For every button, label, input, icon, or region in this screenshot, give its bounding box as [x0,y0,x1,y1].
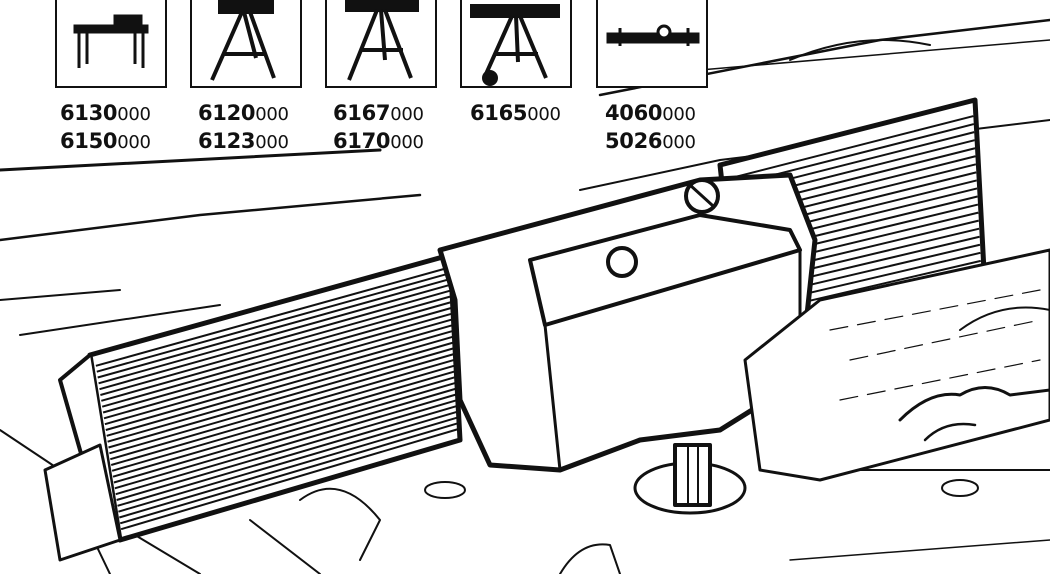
fence-rib [105,330,453,431]
fence-rib [101,307,451,408]
fence-rib [98,284,450,385]
product-codes-2: 6120000 6123000 [198,100,348,156]
fence-rib [103,318,452,420]
product-code: 4060000 [605,101,696,125]
fence-rib [109,353,454,455]
product-codes-5: 4060000 5026000 [605,100,755,156]
fence-rib [112,376,455,478]
fence-rib [724,115,974,181]
fence-rib [116,399,457,501]
product-code: 6165000 [470,101,561,125]
product-box-1 [55,0,167,88]
fence-rib [95,266,449,367]
product-codes-4: 6165000 [470,100,620,128]
fence-rib [110,359,454,461]
product-codes-1: 6130000 6150000 [60,100,210,156]
product-code: 6123000 [198,129,289,153]
product-box-5 [596,0,708,88]
fence-rib [110,364,455,466]
table-stand-icon [73,14,149,68]
fence-rib [120,428,458,531]
product-box-2 [190,0,302,88]
fence-rib [96,272,449,373]
wheeled-stand-icon [470,4,560,86]
product-code: 6167000 [333,101,424,125]
fence-rib [118,410,457,513]
tripod-stand-icon [210,0,276,81]
fence-rib [101,301,451,402]
fence-rib [106,336,453,437]
fence-rib [115,393,456,496]
fence-rib [117,405,457,507]
product-box-4 [460,0,572,88]
product-codes-3: 6167000 6170000 [333,100,483,156]
fence-rib [108,347,454,449]
fence-rib [119,416,458,519]
fence-rib [113,382,456,484]
rail-clamp-icon [606,24,700,46]
product-code: 5026000 [605,129,696,153]
fence-rib [99,289,450,391]
fence-rib [100,295,451,396]
tall-stand-icon [345,0,419,81]
product-code: 6150000 [60,129,151,153]
fence-rib [104,324,452,426]
product-box-3 [325,0,437,88]
product-code: 6130000 [60,101,151,125]
fence-rib [97,278,450,379]
fence-rib [111,370,455,472]
product-code: 6120000 [198,101,289,125]
fence-rib [119,422,458,525]
fence-rib [114,387,456,490]
fence-rib [107,341,453,443]
product-code: 6170000 [333,129,424,153]
fence-rib [102,312,452,414]
